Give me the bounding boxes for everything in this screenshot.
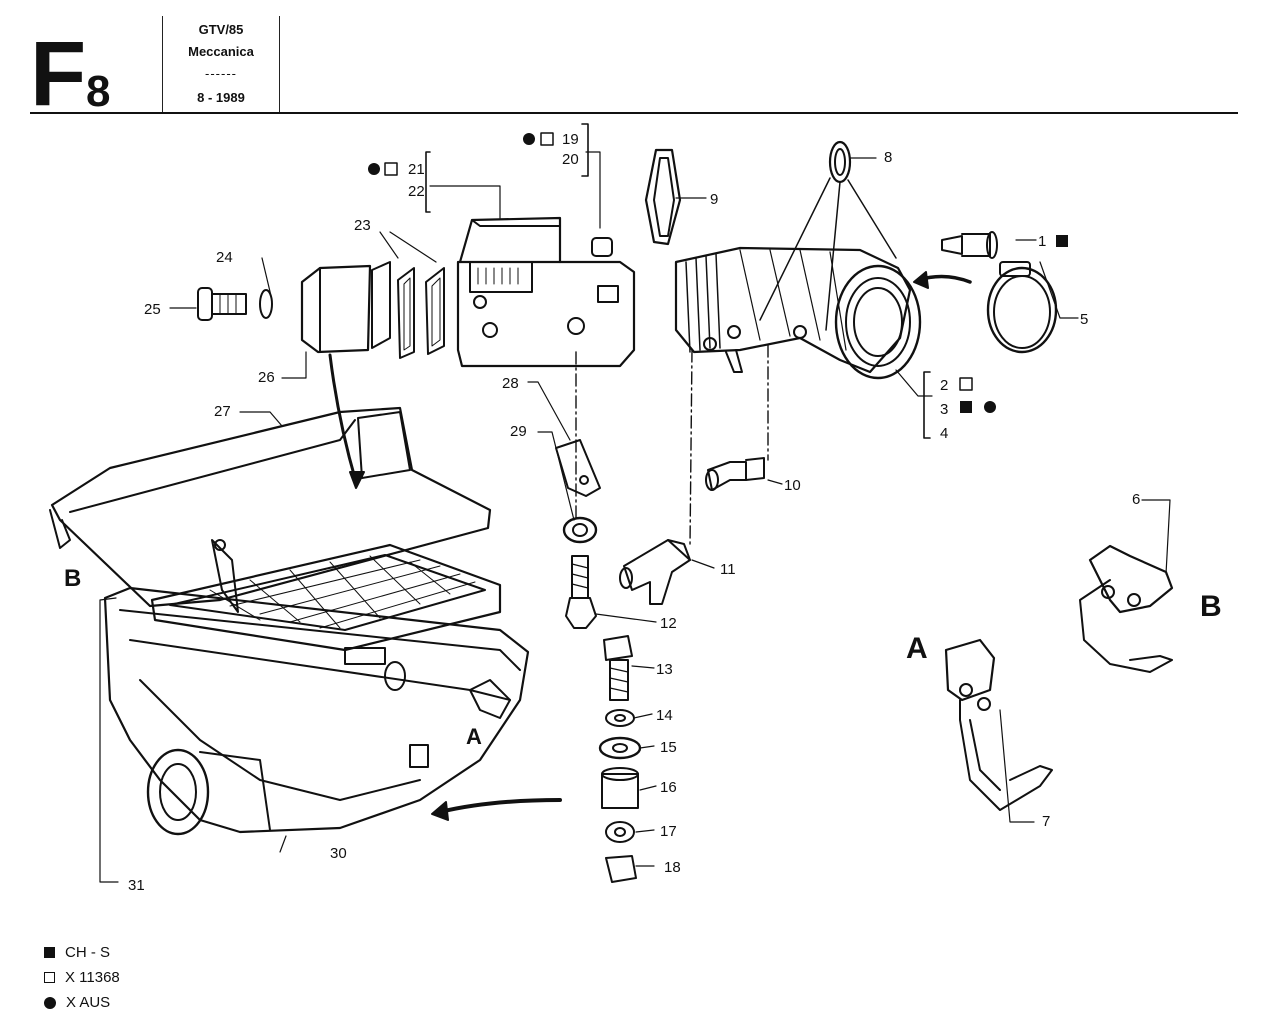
view-marker-a-housing: A (466, 724, 482, 749)
callout-23: 23 (354, 217, 371, 234)
dot-icon (44, 996, 56, 1009)
hose-clamp-5 (986, 261, 1058, 354)
callout-20: 20 (562, 151, 579, 168)
air-filter-housing (103, 586, 530, 836)
intake-duct-26 (300, 261, 445, 359)
callout-19: 19 (562, 131, 579, 148)
callout-1: 1 (1038, 233, 1046, 250)
callout-22: 22 (408, 183, 425, 200)
callout-17: 17 (660, 823, 677, 840)
view-marker-a: A (906, 632, 928, 665)
view-marker-b: B (1200, 590, 1222, 623)
open-square-icon (44, 972, 55, 983)
legend-label: X 11368 (65, 969, 120, 986)
filled-square-symbol (1056, 235, 1068, 247)
callout-3: 3 (940, 401, 948, 418)
legend-item-ch-s: CH - S (44, 940, 120, 965)
air-flow-meter-22 (456, 216, 636, 368)
legend-label: X AUS (66, 994, 111, 1011)
open-square-symbol (540, 132, 554, 146)
legend-item-x-aus: X AUS (44, 990, 120, 1015)
callout-21: 21 (408, 161, 425, 178)
open-square-symbol (384, 162, 398, 176)
callout-2: 2 (940, 377, 948, 394)
callout-7: 7 (1042, 813, 1050, 830)
dot-symbol (984, 401, 996, 413)
legend-label: CH - S (65, 944, 110, 961)
dot-symbol (523, 133, 535, 145)
title-block: GTV/85 Meccanica ------ 8 - 1989 (162, 16, 280, 114)
clip-8 (828, 140, 852, 184)
callout-6: 6 (1132, 491, 1140, 508)
callout-28: 28 (502, 375, 519, 392)
callout-11: 11 (720, 561, 736, 578)
group-label: Meccanica (188, 44, 254, 59)
elbow-fitting-11 (619, 539, 691, 605)
callout-8: 8 (884, 149, 892, 166)
header-rule (30, 112, 1238, 114)
filled-square-icon (44, 947, 55, 958)
callout-25: 25 (144, 301, 161, 318)
valve-10 (705, 457, 765, 491)
model-label: GTV/85 (198, 22, 244, 37)
title-separator: ------ (205, 66, 237, 81)
screw-12 (565, 555, 597, 629)
bolt-25 (197, 287, 273, 321)
callout-9: 9 (710, 191, 718, 208)
callout-29: 29 (510, 423, 527, 440)
section-letter: F (30, 23, 86, 125)
callout-24: 24 (216, 249, 233, 266)
air-filter-cover (49, 406, 492, 613)
filled-square-symbol (960, 401, 972, 413)
date-label: 8 - 1989 (197, 90, 245, 105)
nozzle-1 (941, 231, 998, 259)
callout-14: 14 (656, 707, 673, 724)
bracket-28 (555, 439, 601, 497)
clip-7 (944, 638, 1053, 811)
callout-30: 30 (330, 845, 347, 862)
callout-16: 16 (660, 779, 677, 796)
callout-4: 4 (940, 425, 948, 442)
view-marker-b-left: B (64, 565, 81, 592)
grommet-29 (562, 516, 598, 544)
callout-27: 27 (214, 403, 231, 420)
callout-31: 31 (128, 877, 145, 894)
callout-13: 13 (656, 661, 673, 678)
callout-5: 5 (1080, 311, 1088, 328)
callout-10: 10 (784, 477, 801, 494)
legend-item-x-11368: X 11368 (44, 965, 120, 990)
section-number: 8 (86, 67, 111, 116)
callout-12: 12 (660, 615, 677, 632)
legend: CH - S X 11368 X AUS (44, 940, 120, 1015)
mounting-stack (598, 635, 642, 883)
callout-15: 15 (660, 739, 677, 756)
dot-symbol (368, 163, 380, 175)
clip-9 (644, 148, 682, 246)
callout-18: 18 (664, 859, 681, 876)
filter-element (150, 543, 502, 665)
open-square-symbol (959, 377, 973, 391)
callout-26: 26 (258, 369, 275, 386)
intake-boot (674, 246, 922, 380)
clip-6 (1079, 544, 1174, 673)
